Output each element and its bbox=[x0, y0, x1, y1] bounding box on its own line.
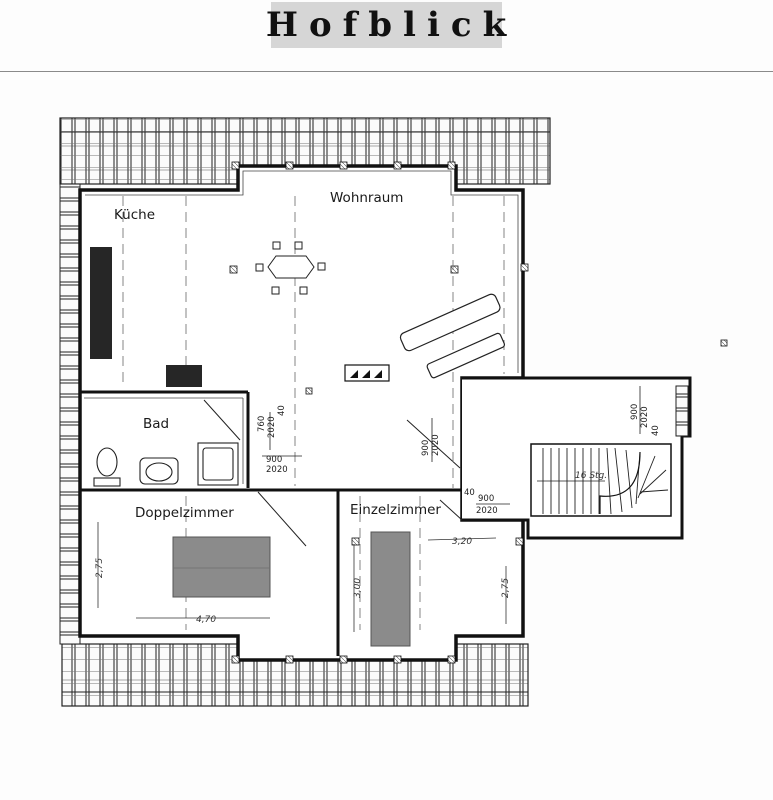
dim-900-b: 900 bbox=[421, 440, 431, 456]
dim-2020-e: 2020 bbox=[640, 406, 650, 428]
room-label-einzelzimmer: Einzelzimmer bbox=[350, 502, 441, 518]
measure-320: 3,20 bbox=[452, 537, 472, 547]
page-title: Hofblick bbox=[265, 5, 518, 45]
dim-2020-c: 2020 bbox=[431, 434, 441, 456]
single-bed bbox=[370, 531, 411, 647]
dim-900-d: 900 bbox=[630, 404, 640, 420]
roof-rafters-top bbox=[59, 117, 551, 185]
support-posts bbox=[229, 161, 728, 664]
measure-275-a: 2,75 bbox=[95, 558, 105, 578]
room-label-wohnraum: Wohnraum bbox=[330, 190, 403, 206]
opening-dimensions: 760 2020 40 900 2020 900 2020 900 2020 4… bbox=[257, 386, 661, 516]
measure-275-b: 2,75 bbox=[501, 578, 511, 598]
kitchen-appliance bbox=[166, 365, 202, 387]
room-measurements: 2,75 4,70 3,00 3,20 2,75 bbox=[95, 522, 511, 632]
kitchen-counter bbox=[90, 247, 112, 359]
dim-40-c: 40 bbox=[651, 425, 661, 436]
dim-2020-b: 2020 bbox=[266, 465, 288, 475]
title-banner: Hofblick bbox=[266, 2, 506, 48]
dim-2020-a: 2020 bbox=[267, 416, 277, 438]
roof-rafters-left bbox=[59, 183, 81, 645]
dim-760: 760 bbox=[257, 416, 267, 432]
room-label-kueche: Küche bbox=[114, 207, 155, 223]
fireplace bbox=[344, 364, 390, 382]
internal-walls bbox=[80, 390, 462, 656]
measure-470: 4,70 bbox=[196, 615, 216, 625]
dim-40-b: 40 bbox=[464, 488, 475, 498]
dim-2020-d: 2020 bbox=[476, 506, 498, 516]
dim-40-a: 40 bbox=[277, 405, 287, 416]
bathroom-fixtures bbox=[93, 442, 239, 487]
room-label-bad: Bad bbox=[143, 416, 169, 432]
sofas bbox=[399, 293, 506, 379]
room-label-doppelzimmer: Doppelzimmer bbox=[135, 505, 234, 521]
dim-900-c: 900 bbox=[478, 494, 494, 504]
dining-table bbox=[255, 241, 326, 295]
measure-300: 3,00 bbox=[353, 578, 363, 598]
dim-900-a: 900 bbox=[266, 455, 282, 465]
staircase: 16 Stg. bbox=[530, 443, 672, 517]
stairs-label: 16 Stg. bbox=[575, 471, 607, 481]
double-bed bbox=[172, 536, 271, 598]
top-divider-line bbox=[0, 71, 773, 72]
interior-floor bbox=[78, 164, 525, 662]
doors bbox=[203, 399, 463, 547]
